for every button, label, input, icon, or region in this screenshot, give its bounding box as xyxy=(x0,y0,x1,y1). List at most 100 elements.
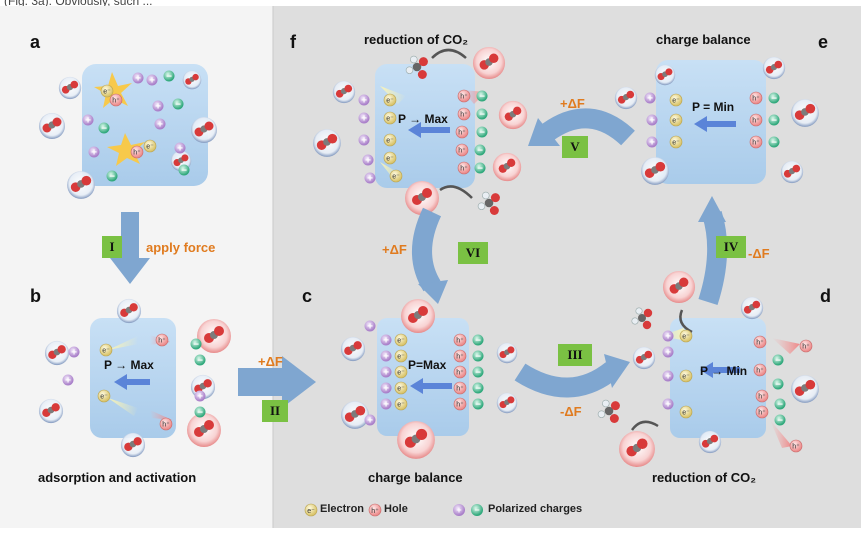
svg-text:+: + xyxy=(665,400,671,411)
step-IV-box: IV xyxy=(716,236,746,258)
electron-particle: e⁻ xyxy=(679,329,693,343)
electron-particle: e⁻ xyxy=(99,343,113,357)
svg-text:−: − xyxy=(777,416,783,427)
hole-particle: h⁺ xyxy=(455,143,469,157)
caption-d: reduction of CO₂ xyxy=(652,470,756,485)
step-IV-text: -ΔF xyxy=(748,246,770,261)
positive-charge-particle: + xyxy=(380,382,392,395)
negative-charge-particle: − xyxy=(472,334,484,347)
svg-text:h⁺: h⁺ xyxy=(460,94,468,101)
positive-charge-particle: + xyxy=(662,346,674,359)
svg-text:+: + xyxy=(649,138,655,149)
arrow-step-II xyxy=(238,356,316,408)
electron-particle: e⁻ xyxy=(383,93,397,107)
svg-text:−: − xyxy=(166,72,172,83)
hole-particle: h⁺ xyxy=(457,89,471,103)
svg-text:h⁺: h⁺ xyxy=(456,354,464,361)
svg-text:h⁺: h⁺ xyxy=(752,118,760,125)
step-III-text: -ΔF xyxy=(560,404,582,419)
hole-particle: h⁺ xyxy=(755,405,769,419)
electron-particle: e⁻ xyxy=(394,365,408,379)
state-d: P → Min xyxy=(700,364,748,378)
svg-text:e⁻: e⁻ xyxy=(672,98,680,105)
hole-particle: h⁺ xyxy=(749,113,763,127)
negative-charge-particle: − xyxy=(472,350,484,363)
svg-text:+: + xyxy=(649,116,655,127)
step-I-text: apply force xyxy=(146,240,216,255)
svg-text:e⁻: e⁻ xyxy=(397,354,405,361)
caption-b: adsorption and activation xyxy=(38,470,197,485)
svg-text:e⁻: e⁻ xyxy=(397,370,405,377)
positive-charge-particle: + xyxy=(646,114,658,127)
positive-charge-particle: + xyxy=(646,136,658,149)
positive-charge-particle: + xyxy=(380,350,392,363)
svg-text:+: + xyxy=(665,372,671,383)
positive-charge-particle: + xyxy=(358,134,370,147)
arrow-step-VI xyxy=(412,207,448,304)
hole-particle: h⁺ xyxy=(753,335,767,349)
svg-text:e⁻: e⁻ xyxy=(146,144,154,151)
svg-text:h⁺: h⁺ xyxy=(112,98,120,105)
svg-text:h⁺: h⁺ xyxy=(456,402,464,409)
svg-text:+: + xyxy=(135,74,141,85)
hole-particle: h⁺ xyxy=(159,417,173,431)
svg-text:−: − xyxy=(475,368,481,379)
hole-particle: h⁺ xyxy=(453,381,467,395)
svg-text:+: + xyxy=(367,322,373,333)
step-I-box: I xyxy=(102,236,122,258)
positive-charge-particle: + xyxy=(154,118,166,131)
step-V-box: V xyxy=(562,136,588,158)
svg-text:−: − xyxy=(477,146,483,157)
negative-charge-particle: − xyxy=(768,136,780,149)
svg-text:h⁺: h⁺ xyxy=(133,150,141,157)
svg-text:h⁺: h⁺ xyxy=(752,96,760,103)
svg-text:−: − xyxy=(181,166,187,177)
svg-text:e⁻: e⁻ xyxy=(672,118,680,125)
step-II-box: II xyxy=(262,400,288,422)
negative-charge-particle: − xyxy=(774,398,786,411)
state-e: P = Min xyxy=(692,100,735,114)
hole-particle: h⁺ xyxy=(789,439,803,453)
svg-text:+: + xyxy=(383,336,389,347)
negative-charge-particle: − xyxy=(772,354,784,367)
positive-charge-particle: + xyxy=(662,330,674,343)
svg-text:−: − xyxy=(475,400,481,411)
electron-particle: e⁻ xyxy=(669,135,683,149)
positive-charge-particle: + xyxy=(62,374,74,387)
panel-d-block xyxy=(670,318,766,438)
hole-particle: h⁺ xyxy=(799,339,813,353)
negative-charge-particle: − xyxy=(106,170,118,183)
hole-particle: h⁺ xyxy=(457,107,471,121)
svg-text:e⁻: e⁻ xyxy=(102,348,110,355)
positive-charge-particle: + xyxy=(358,94,370,107)
panel-label-d: d xyxy=(820,286,831,306)
positive-charge-particle: + xyxy=(174,142,186,155)
hole-particle: h⁺ xyxy=(453,333,467,347)
svg-text:h⁺: h⁺ xyxy=(752,140,760,147)
hole-particle: h⁺ xyxy=(453,397,467,411)
svg-text:−: − xyxy=(475,384,481,395)
positive-charge-particle: + xyxy=(644,92,656,105)
svg-text:h⁺: h⁺ xyxy=(456,370,464,377)
electron-particle: e⁻ xyxy=(669,93,683,107)
caption-e: charge balance xyxy=(656,32,751,47)
svg-text:−: − xyxy=(109,172,115,183)
negative-charge-particle: − xyxy=(190,338,202,351)
legend-hole: Hole xyxy=(384,503,408,515)
panel-label-b: b xyxy=(30,286,41,306)
svg-text:e⁻: e⁻ xyxy=(386,138,394,145)
hole-particle: h⁺ xyxy=(155,333,169,347)
negative-charge-particle: − xyxy=(772,378,784,391)
positive-charge-particle: + xyxy=(662,398,674,411)
positive-charge-particle: + xyxy=(662,370,674,383)
negative-charge-particle: − xyxy=(472,382,484,395)
positive-charge-particle: + xyxy=(380,398,392,411)
svg-text:+: + xyxy=(91,148,97,159)
hole-particle: h⁺ xyxy=(755,389,769,403)
positive-charge-particle: + xyxy=(364,320,376,333)
svg-text:−: − xyxy=(479,128,485,139)
hole-particle: h⁺ xyxy=(130,145,144,159)
svg-text:+: + xyxy=(383,368,389,379)
svg-text:+: + xyxy=(365,156,371,167)
